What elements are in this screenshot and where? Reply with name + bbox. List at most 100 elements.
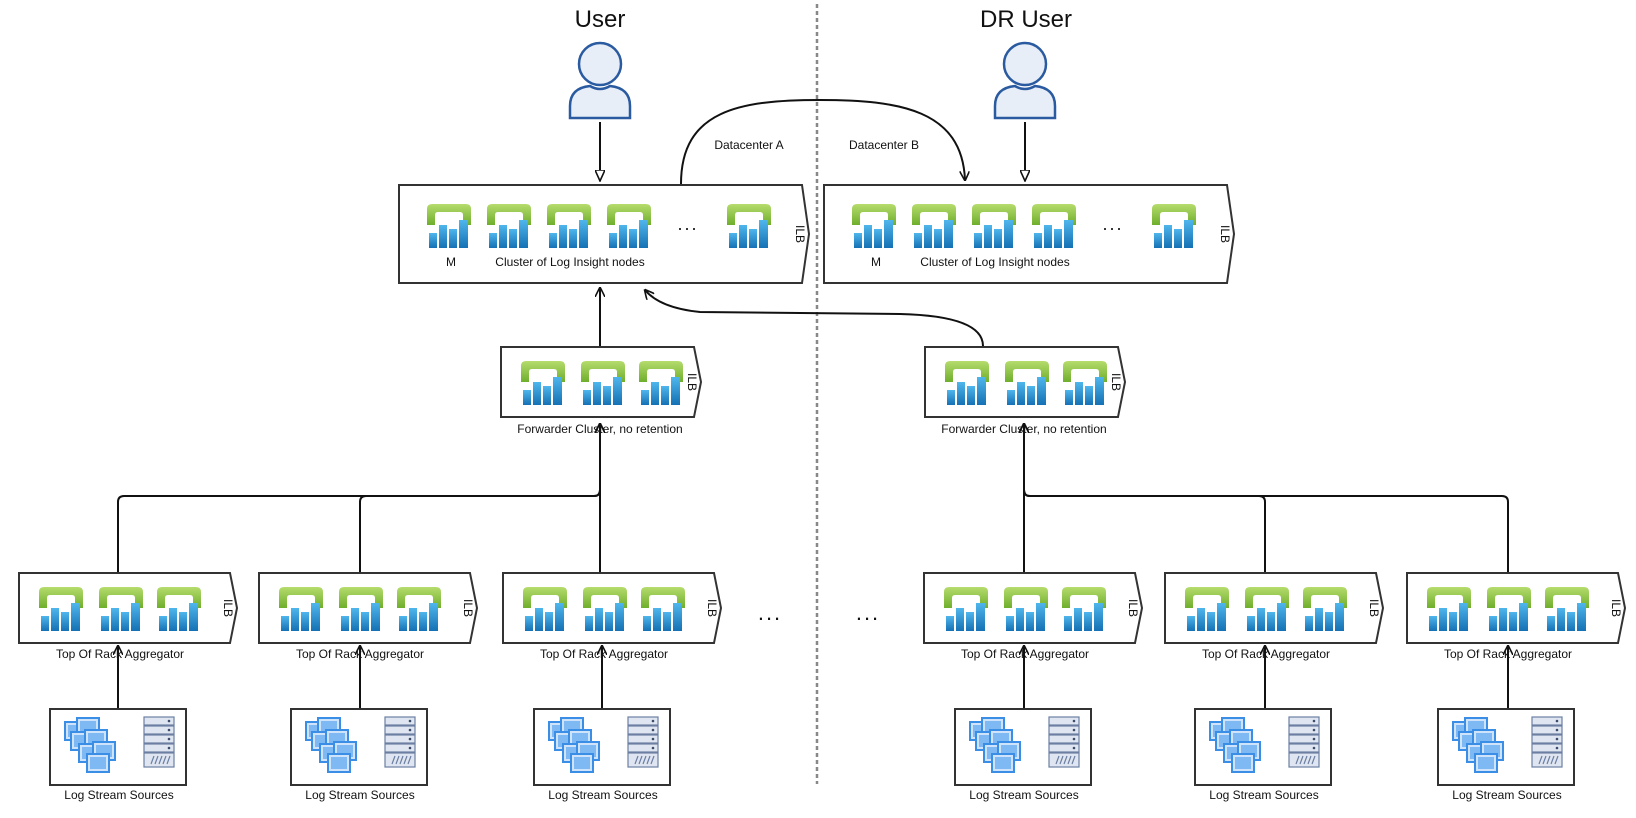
aggregator-to-forwarder-line [1024, 424, 1266, 572]
vm-stack-icon [1452, 717, 1504, 773]
ilb-shape [707, 572, 722, 644]
more-nodes-ellipsis: ... [1102, 214, 1124, 234]
forwarder-label: Forwarder Cluster, no retention [517, 422, 683, 436]
log-insight-node-icon [1032, 204, 1076, 248]
aggregator-label: Top Of Rack Aggregator [960, 647, 1090, 661]
log-insight-node-icon [99, 587, 143, 631]
aggregator-label: Top Of Rack Aggregator [539, 647, 669, 661]
ilb-label: ILB [1218, 224, 1232, 244]
log-insight-node-icon [279, 587, 323, 631]
server-rack-icon [143, 716, 175, 768]
vm-stack-icon [969, 717, 1021, 773]
log-insight-node-icon [39, 587, 83, 631]
log-insight-node-icon [581, 361, 625, 405]
log-insight-node-icon [1063, 361, 1107, 405]
ilb-shape [1369, 572, 1384, 644]
log-insight-node-icon [972, 204, 1016, 248]
cluster-label: Cluster of Log Insight nodes [495, 255, 645, 269]
log-insight-node-icon [1545, 587, 1589, 631]
user-icon [568, 41, 632, 120]
ilb-tab: ILB [685, 346, 702, 418]
cluster-label: Cluster of Log Insight nodes [920, 255, 1070, 269]
ilb-label: ILB [1609, 598, 1623, 618]
ilb-label: ILB [705, 598, 719, 618]
ilb-label: ILB [1126, 598, 1140, 618]
ilb-label: ILB [461, 598, 475, 618]
log-insight-node-icon [639, 361, 683, 405]
ilb-shape [223, 572, 238, 644]
forwarder-b-to-cluster-arrow [645, 290, 984, 347]
log-insight-node-icon [397, 587, 441, 631]
master-node-label: M [871, 255, 881, 269]
server-rack-icon [1531, 716, 1563, 768]
ilb-tab: ILB [221, 572, 238, 644]
ilb-shape [795, 184, 810, 284]
log-insight-node-icon [427, 204, 471, 248]
master-node-label: M [446, 255, 456, 269]
replication-arc [680, 98, 965, 185]
ilb-tab: ILB [1609, 572, 1626, 644]
ilb-label: ILB [1109, 372, 1123, 392]
log-insight-node-icon [583, 587, 627, 631]
aggregator-label: Top Of Rack Aggregator [1443, 647, 1573, 661]
log-source-label: Log Stream Sources [64, 788, 174, 802]
log-insight-node-icon [1487, 587, 1531, 631]
user-title: User [574, 6, 626, 33]
ilb-tab: ILB [461, 572, 478, 644]
ilb-tab: ILB [1218, 184, 1235, 284]
ilb-shape [1220, 184, 1235, 284]
ilb-shape [463, 572, 478, 644]
ilb-label: ILB [793, 224, 807, 244]
aggregator-label: Top Of Rack Aggregator [55, 647, 185, 661]
forwarder-label: Forwarder Cluster, no retention [941, 422, 1107, 436]
ilb-tab: ILB [705, 572, 722, 644]
log-insight-node-icon [521, 361, 565, 405]
ilb-tab: ILB [1126, 572, 1143, 644]
vm-stack-icon [64, 717, 116, 773]
ilb-tab: ILB [1367, 572, 1384, 644]
ilb-shape [1111, 346, 1126, 418]
log-insight-node-icon [1185, 587, 1229, 631]
datacenter-a-label: Datacenter A [714, 138, 784, 152]
log-insight-node-icon [1303, 587, 1347, 631]
log-insight-node-icon [607, 204, 651, 248]
log-source-label: Log Stream Sources [305, 788, 415, 802]
ilb-label: ILB [221, 598, 235, 618]
log-insight-node-icon [1062, 587, 1106, 631]
log-insight-node-icon [157, 587, 201, 631]
server-rack-icon [1048, 716, 1080, 768]
log-insight-node-icon [945, 361, 989, 405]
log-source-label: Log Stream Sources [548, 788, 658, 802]
vm-stack-icon [548, 717, 600, 773]
ilb-label: ILB [1367, 598, 1381, 618]
log-insight-node-icon [912, 204, 956, 248]
log-insight-node-icon [641, 587, 685, 631]
more-nodes-ellipsis: ... [677, 214, 699, 234]
log-insight-node-icon [1427, 587, 1471, 631]
aggregator-label: Top Of Rack Aggregator [1201, 647, 1331, 661]
ilb-shape [1611, 572, 1626, 644]
server-rack-icon [384, 716, 416, 768]
datacenter-b-label: Datacenter B [848, 138, 920, 152]
vm-stack-icon [305, 717, 357, 773]
ilb-tab: ILB [793, 184, 810, 284]
aggregator-to-forwarder-line [359, 424, 600, 572]
more-aggregators-right: ... [855, 600, 881, 625]
dr-user-title: DR User [979, 6, 1073, 33]
log-insight-node-icon [339, 587, 383, 631]
vm-stack-icon [1209, 717, 1261, 773]
aggregator-label: Top Of Rack Aggregator [295, 647, 425, 661]
log-insight-node-icon [547, 204, 591, 248]
log-source-label: Log Stream Sources [1452, 788, 1562, 802]
log-insight-node-icon [1005, 361, 1049, 405]
log-insight-node-icon [1004, 587, 1048, 631]
log-source-label: Log Stream Sources [969, 788, 1079, 802]
ilb-label: ILB [685, 372, 699, 392]
log-insight-node-icon [523, 587, 567, 631]
log-source-label: Log Stream Sources [1209, 788, 1319, 802]
log-insight-node-icon [727, 204, 771, 248]
log-insight-node-icon [1152, 204, 1196, 248]
log-insight-node-icon [487, 204, 531, 248]
